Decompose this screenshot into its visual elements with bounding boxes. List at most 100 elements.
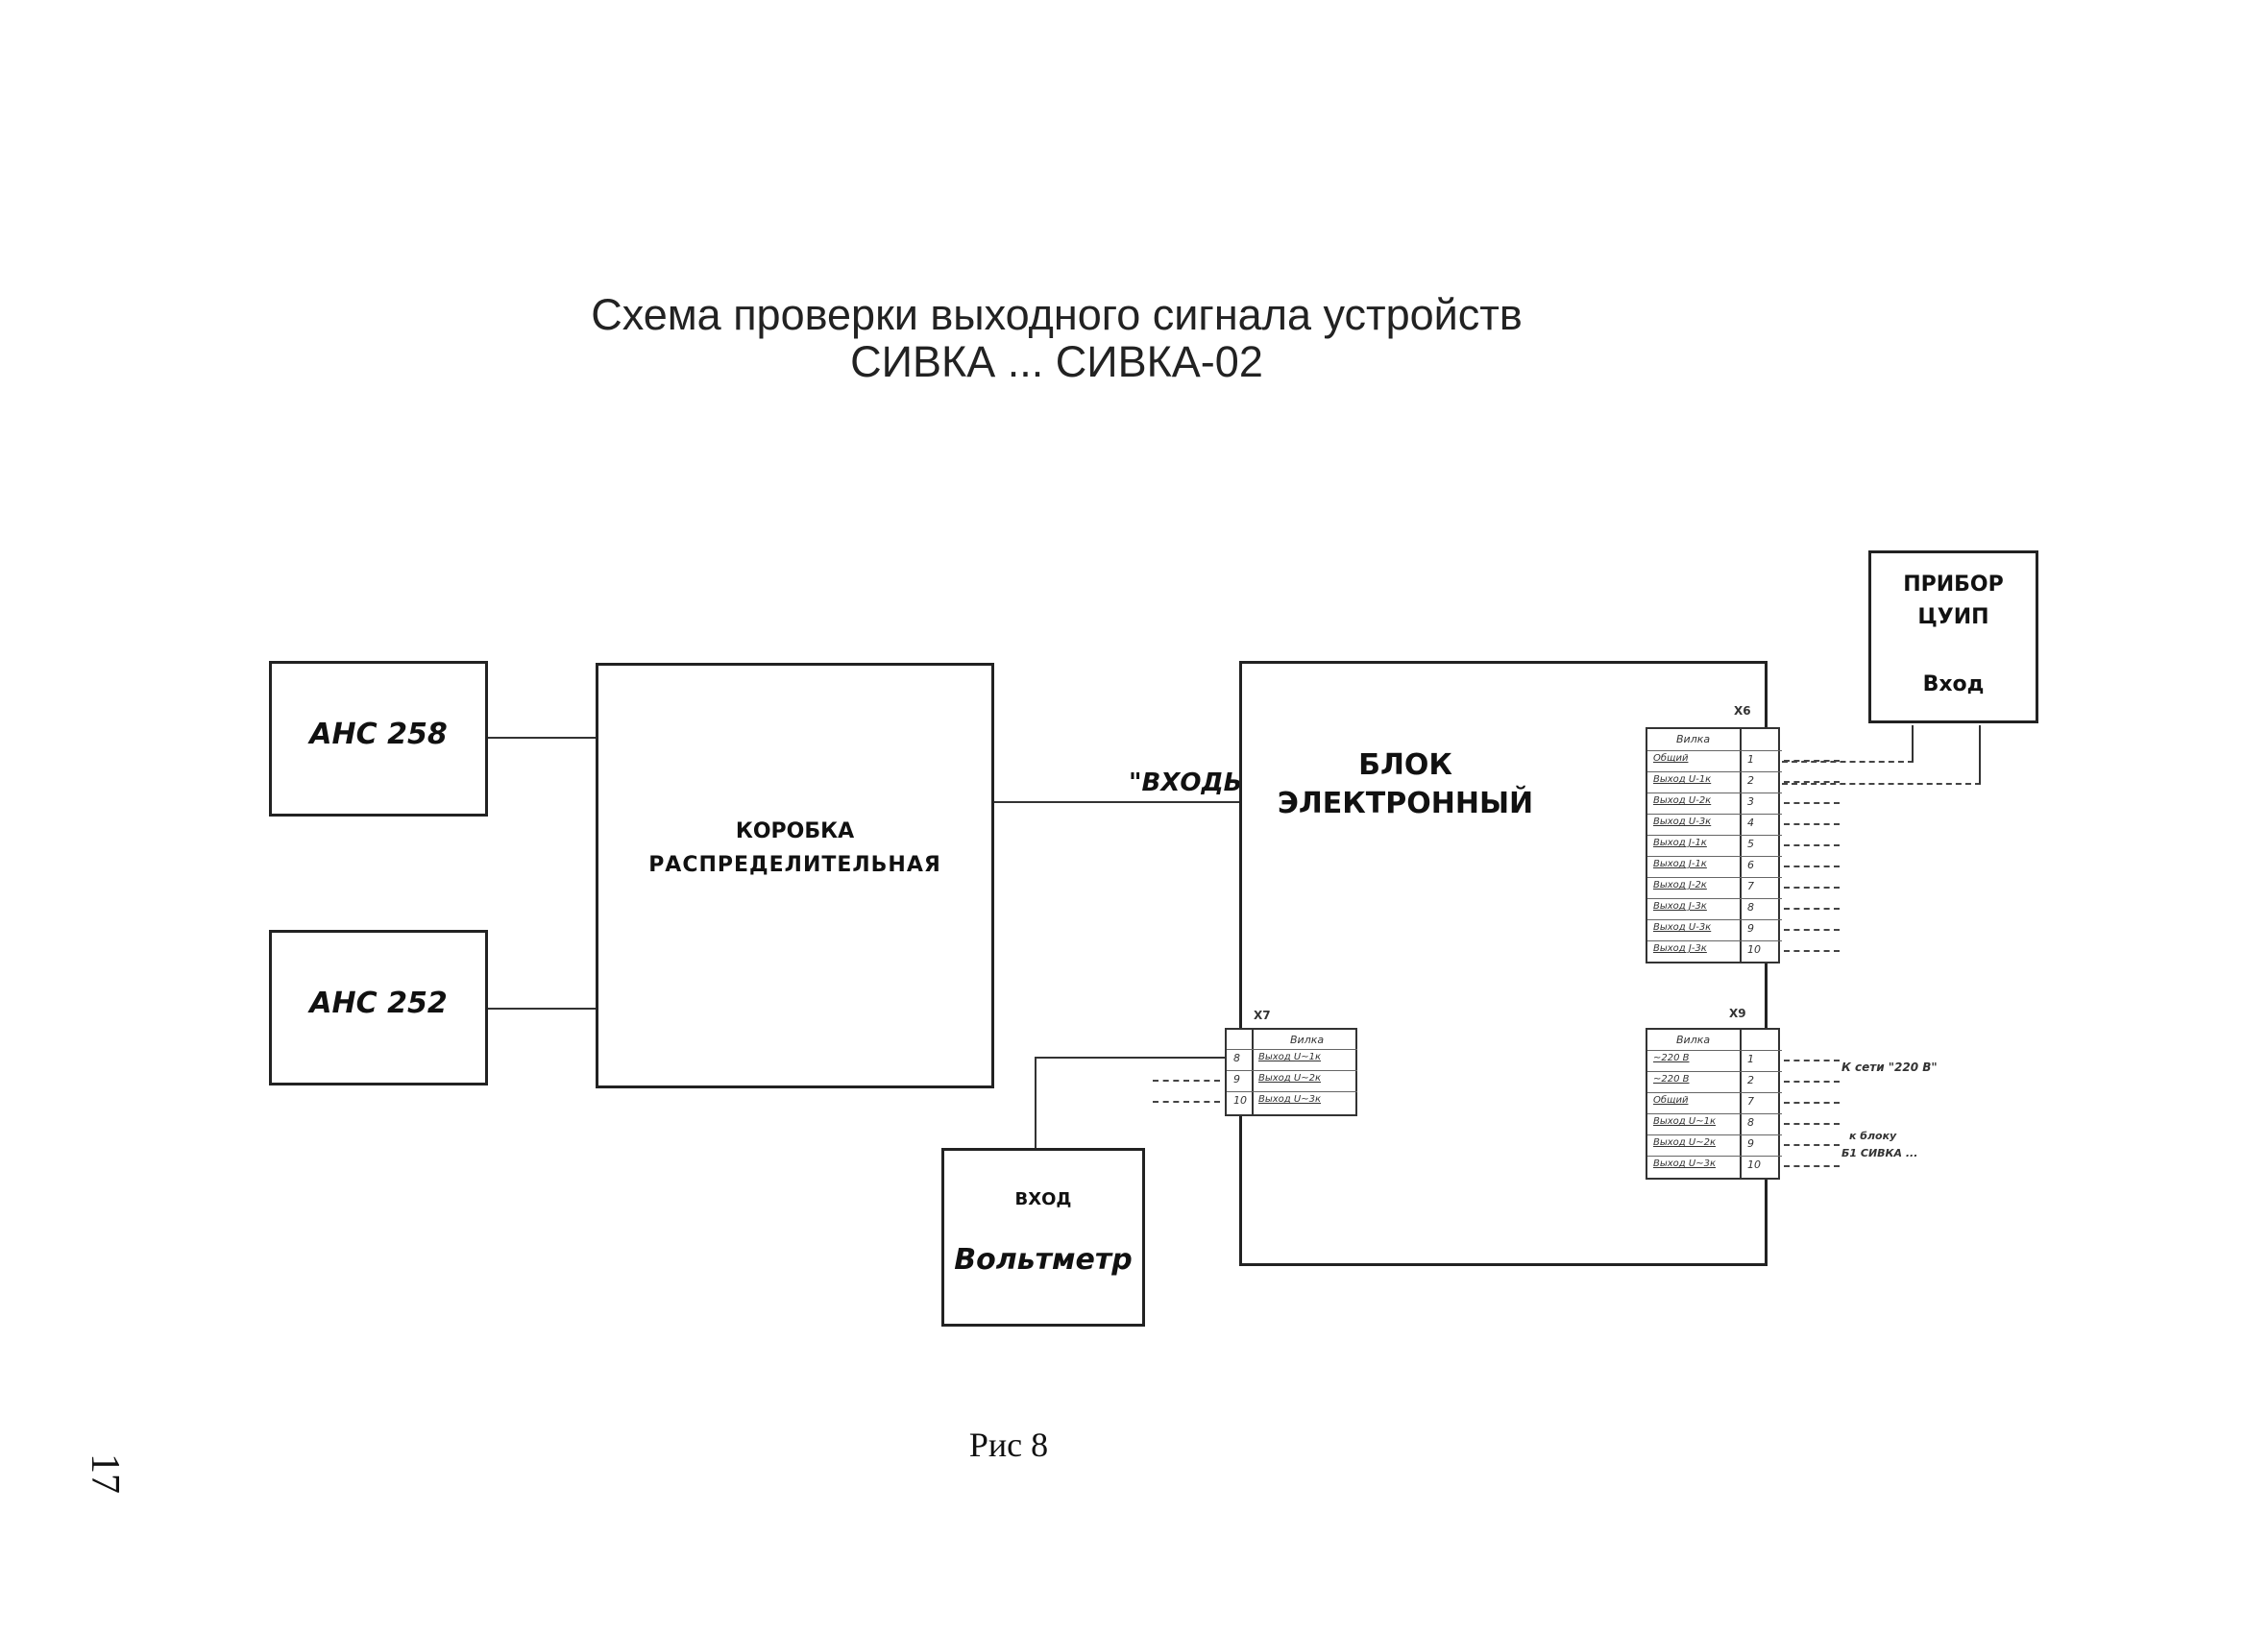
x7-pin-name: Выход U~2к xyxy=(1258,1073,1321,1084)
x6-row-divider xyxy=(1647,940,1782,941)
voltmeter-name: Вольтметр xyxy=(954,1243,1133,1277)
x6-output-line xyxy=(1784,950,1840,952)
x9-row-divider xyxy=(1647,1134,1782,1135)
x9-row-divider xyxy=(1647,1050,1782,1051)
ahc-252-label: АНС 252 xyxy=(309,987,448,1020)
x6-pin-name: Выход J-2к xyxy=(1653,880,1707,890)
x7-input-line xyxy=(1153,1080,1220,1082)
x7-row-divider xyxy=(1227,1091,1357,1092)
x6-pin-name: Выход U-2к xyxy=(1653,795,1712,806)
x9-pin-name: ~220 В xyxy=(1653,1053,1690,1063)
figure-caption: Рис 8 xyxy=(968,1426,1049,1464)
x6-to-cuip-line-2 xyxy=(1782,783,1981,785)
x9-output-line xyxy=(1784,1165,1840,1167)
distribution-box-label-2: РАСПРЕДЕЛИТЕЛЬНАЯ xyxy=(648,853,941,877)
x7-row-divider xyxy=(1227,1049,1357,1050)
x9-pin-name: ~220 В xyxy=(1653,1074,1690,1085)
connector-x9: Вилка xyxy=(1646,1028,1742,1180)
cuip-input-label: Вход xyxy=(1922,672,1985,696)
x9-pin-name: Выход U~2к xyxy=(1653,1137,1716,1148)
electronic-block-label-2: ЭЛЕКТРОННЫЙ xyxy=(1277,787,1534,820)
x6-header: Вилка xyxy=(1676,733,1711,745)
x6-output-line xyxy=(1784,908,1840,910)
x9-row-divider xyxy=(1647,1092,1782,1093)
x7-pin-number: 9 xyxy=(1233,1073,1240,1085)
x6-row-divider xyxy=(1647,750,1782,751)
x6-output-line xyxy=(1784,866,1840,867)
x6-to-cuip-vertical-2 xyxy=(1979,725,1981,784)
x6-pin-name: Выход J-3к xyxy=(1653,901,1707,912)
x6-pin-number: 6 xyxy=(1747,859,1754,871)
x9-row-divider xyxy=(1647,1156,1782,1157)
x7-pin-number: 8 xyxy=(1233,1052,1240,1064)
x6-output-line xyxy=(1784,887,1840,889)
x9-pin-name: Выход U~1к xyxy=(1653,1116,1716,1127)
x9-pin-number: 9 xyxy=(1747,1137,1754,1150)
x9-pin-number: 1 xyxy=(1747,1053,1754,1065)
x6-output-line xyxy=(1784,929,1840,931)
x7-pin-name: Выход U~3к xyxy=(1258,1094,1321,1105)
line-ahc258-korobka xyxy=(485,737,596,739)
connector-x7: Вилка xyxy=(1252,1028,1357,1116)
x6-pin-number: 8 xyxy=(1747,901,1754,914)
x7-pin-number: 10 xyxy=(1233,1094,1247,1107)
x6-output-line xyxy=(1784,802,1840,804)
x9-pin-number: 2 xyxy=(1747,1074,1754,1086)
connector-x6-pins xyxy=(1740,727,1780,963)
x6-label: X6 xyxy=(1734,704,1751,718)
x7-row-divider xyxy=(1227,1070,1357,1071)
x7-header: Вилка xyxy=(1290,1034,1325,1046)
page-number: 17 xyxy=(83,1453,127,1494)
x9-label: X9 xyxy=(1729,1007,1746,1020)
cuip-device: ПРИБОР ЦУИП Вход xyxy=(1868,550,2038,723)
x9-pin-number: 10 xyxy=(1747,1158,1761,1171)
to-block-label: к блоку xyxy=(1849,1130,1897,1142)
x6-pin-name: Выход U-3к xyxy=(1653,817,1712,827)
x9-pin-number: 7 xyxy=(1747,1095,1754,1108)
x6-output-line xyxy=(1784,844,1840,846)
x6-pin-name: Общий xyxy=(1653,753,1689,764)
x7-to-voltmeter-h xyxy=(1035,1057,1225,1059)
x6-pin-number: 5 xyxy=(1747,838,1754,850)
x6-row-divider xyxy=(1647,835,1782,836)
x9-row-divider xyxy=(1647,1071,1782,1072)
diagram-title-line2: СИВКА ... СИВКА-02 xyxy=(850,337,1263,386)
x7-to-voltmeter-v xyxy=(1035,1057,1036,1148)
x6-row-divider xyxy=(1647,814,1782,815)
x6-output-line xyxy=(1784,781,1840,783)
x9-output-line xyxy=(1784,1081,1840,1083)
x9-output-line xyxy=(1784,1123,1840,1125)
x6-pin-number: 4 xyxy=(1747,817,1754,829)
x6-pin-number: 2 xyxy=(1747,774,1754,787)
x7-label: X7 xyxy=(1254,1009,1271,1022)
distribution-box: КОРОБКА РАСПРЕДЕЛИТЕЛЬНАЯ xyxy=(596,663,994,1088)
voltmeter: ВХОД Вольтметр xyxy=(941,1148,1145,1327)
cuip-label-2: ЦУИП xyxy=(1917,605,1989,629)
x7-pin-name: Выход U~1к xyxy=(1258,1052,1321,1062)
x6-row-divider xyxy=(1647,856,1782,857)
distribution-box-label-1: КОРОБКА xyxy=(735,819,855,843)
x6-pin-name: Выход J-3к xyxy=(1653,943,1707,954)
x6-pin-number: 10 xyxy=(1747,943,1761,956)
line-ahc252-korobka xyxy=(485,1008,596,1010)
x6-pin-name: Выход U-3к xyxy=(1653,922,1712,933)
x9-pin-name: Общий xyxy=(1653,1095,1689,1106)
diagram-title-line1: Схема проверки выходного сигнала устройс… xyxy=(591,290,1523,339)
x9-output-line xyxy=(1784,1144,1840,1146)
x6-pin-name: Выход U-1к xyxy=(1653,774,1712,785)
mains-label: К сети "220 В" xyxy=(1841,1061,1938,1074)
x6-row-divider xyxy=(1647,877,1782,878)
x6-row-divider xyxy=(1647,771,1782,772)
x6-to-cuip-line-1 xyxy=(1782,761,1914,763)
voltmeter-input-label: ВХОД xyxy=(1014,1189,1072,1209)
electronic-block-label-1: БЛОК xyxy=(1358,748,1452,782)
x6-pin-name: Выход J-1к xyxy=(1653,838,1707,848)
x9-pin-number: 8 xyxy=(1747,1116,1754,1129)
x6-pin-name: Выход J-1к xyxy=(1653,859,1707,869)
cuip-label-1: ПРИБОР xyxy=(1903,573,2004,597)
x6-pin-number: 1 xyxy=(1747,753,1754,766)
x9-output-line xyxy=(1784,1102,1840,1104)
connector-x9-pins xyxy=(1740,1028,1780,1180)
connector-x6: Вилка xyxy=(1646,727,1742,963)
ahc-258-block: АНС 258 xyxy=(269,661,488,817)
